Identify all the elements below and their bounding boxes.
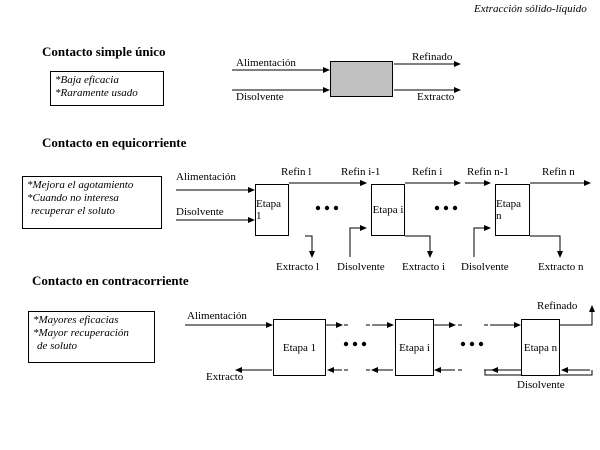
label-refin-i-1: Refin i-1 (341, 166, 381, 178)
stage-label: Etapa 1 (256, 198, 282, 222)
label-refin-1: Refin l (281, 166, 312, 178)
label-disolvente: Disolvente (236, 91, 284, 103)
label-counter-raffinate: Refinado (537, 300, 578, 312)
label-disolvente-i: Disolvente (337, 261, 385, 273)
label-extracto-1: Extracto l (276, 261, 320, 273)
label-refin-n-1: Refin n-1 (467, 166, 509, 178)
note-countercurrent: *Mayores eficacias *Mayor recuperación d… (28, 311, 155, 363)
label-refinado: Refinado (412, 51, 453, 63)
equi-stage-1: Etapa 1 (255, 184, 289, 236)
stage-label: Etapa i (399, 341, 430, 354)
label-equi-solvent: Disolvente (176, 206, 224, 218)
equi-solvent-n-arrow (473, 225, 491, 257)
counter-stage-1: Etapa 1 (273, 319, 326, 376)
equi-stage-n: Etapa n (495, 184, 530, 236)
equi-stage-i: Etapa i (371, 184, 405, 236)
stage-label: Etapa i (372, 204, 404, 216)
heading-simple: Contacto simple único (42, 44, 166, 59)
label-disolvente-n: Disolvente (461, 261, 509, 273)
label-alimentacion: Alimentación (236, 57, 296, 69)
note-line: *Cuando no interesa (27, 192, 119, 204)
equi-solvent-i-arrow (349, 225, 367, 257)
note-equicurrent: *Mejora el agotamiento *Cuando no intere… (22, 176, 162, 229)
equi-extract1-arrow (305, 235, 315, 258)
label-extracto-i: Extracto i (402, 261, 446, 273)
note-line: de soluto (37, 340, 78, 352)
page-title: Extracción sólido-líquido (474, 3, 587, 15)
counter-stage-n: Etapa n (521, 319, 560, 376)
heading-equicurrent: Contacto en equicorriente (42, 135, 187, 150)
label-equi-feed: Alimentación (176, 171, 236, 183)
note-line: *Mayores eficacias (33, 314, 119, 326)
note-line: *Mayor recuperación (33, 327, 129, 339)
stage-label: Etapa 1 (282, 341, 317, 354)
equi-extracti-arrow (405, 235, 433, 258)
label-refin-i: Refin i (412, 166, 443, 178)
label-counter-feed: Alimentación (187, 310, 247, 322)
label-extracto: Extracto (417, 91, 455, 103)
stage-label: Etapa n (523, 341, 558, 354)
note-line: recuperar el soluto (31, 205, 115, 217)
note-simple: *Baja eficacia *Raramente usado (50, 71, 164, 106)
label-counter-extract: Extracto (206, 371, 244, 383)
heading-countercurrent: Contacto en contracorriente (32, 273, 189, 288)
note-line: *Mejora el agotamiento (27, 179, 134, 191)
note-line: *Raramente usado (55, 87, 138, 99)
stage-label: Etapa n (496, 198, 522, 222)
counter-dashes (344, 324, 488, 371)
label-counter-solvent: Disolvente (517, 379, 565, 391)
single-stage-box (330, 61, 393, 97)
note-line: *Baja eficacia (55, 74, 119, 86)
counter-raffinate-arrow (560, 305, 595, 326)
counter-stage-i: Etapa i (395, 319, 434, 376)
equi-extractn-arrow (530, 235, 563, 258)
label-refin-n: Refin n (542, 166, 575, 178)
label-extracto-n: Extracto n (538, 261, 584, 273)
ellipsis-dots (315, 205, 484, 347)
